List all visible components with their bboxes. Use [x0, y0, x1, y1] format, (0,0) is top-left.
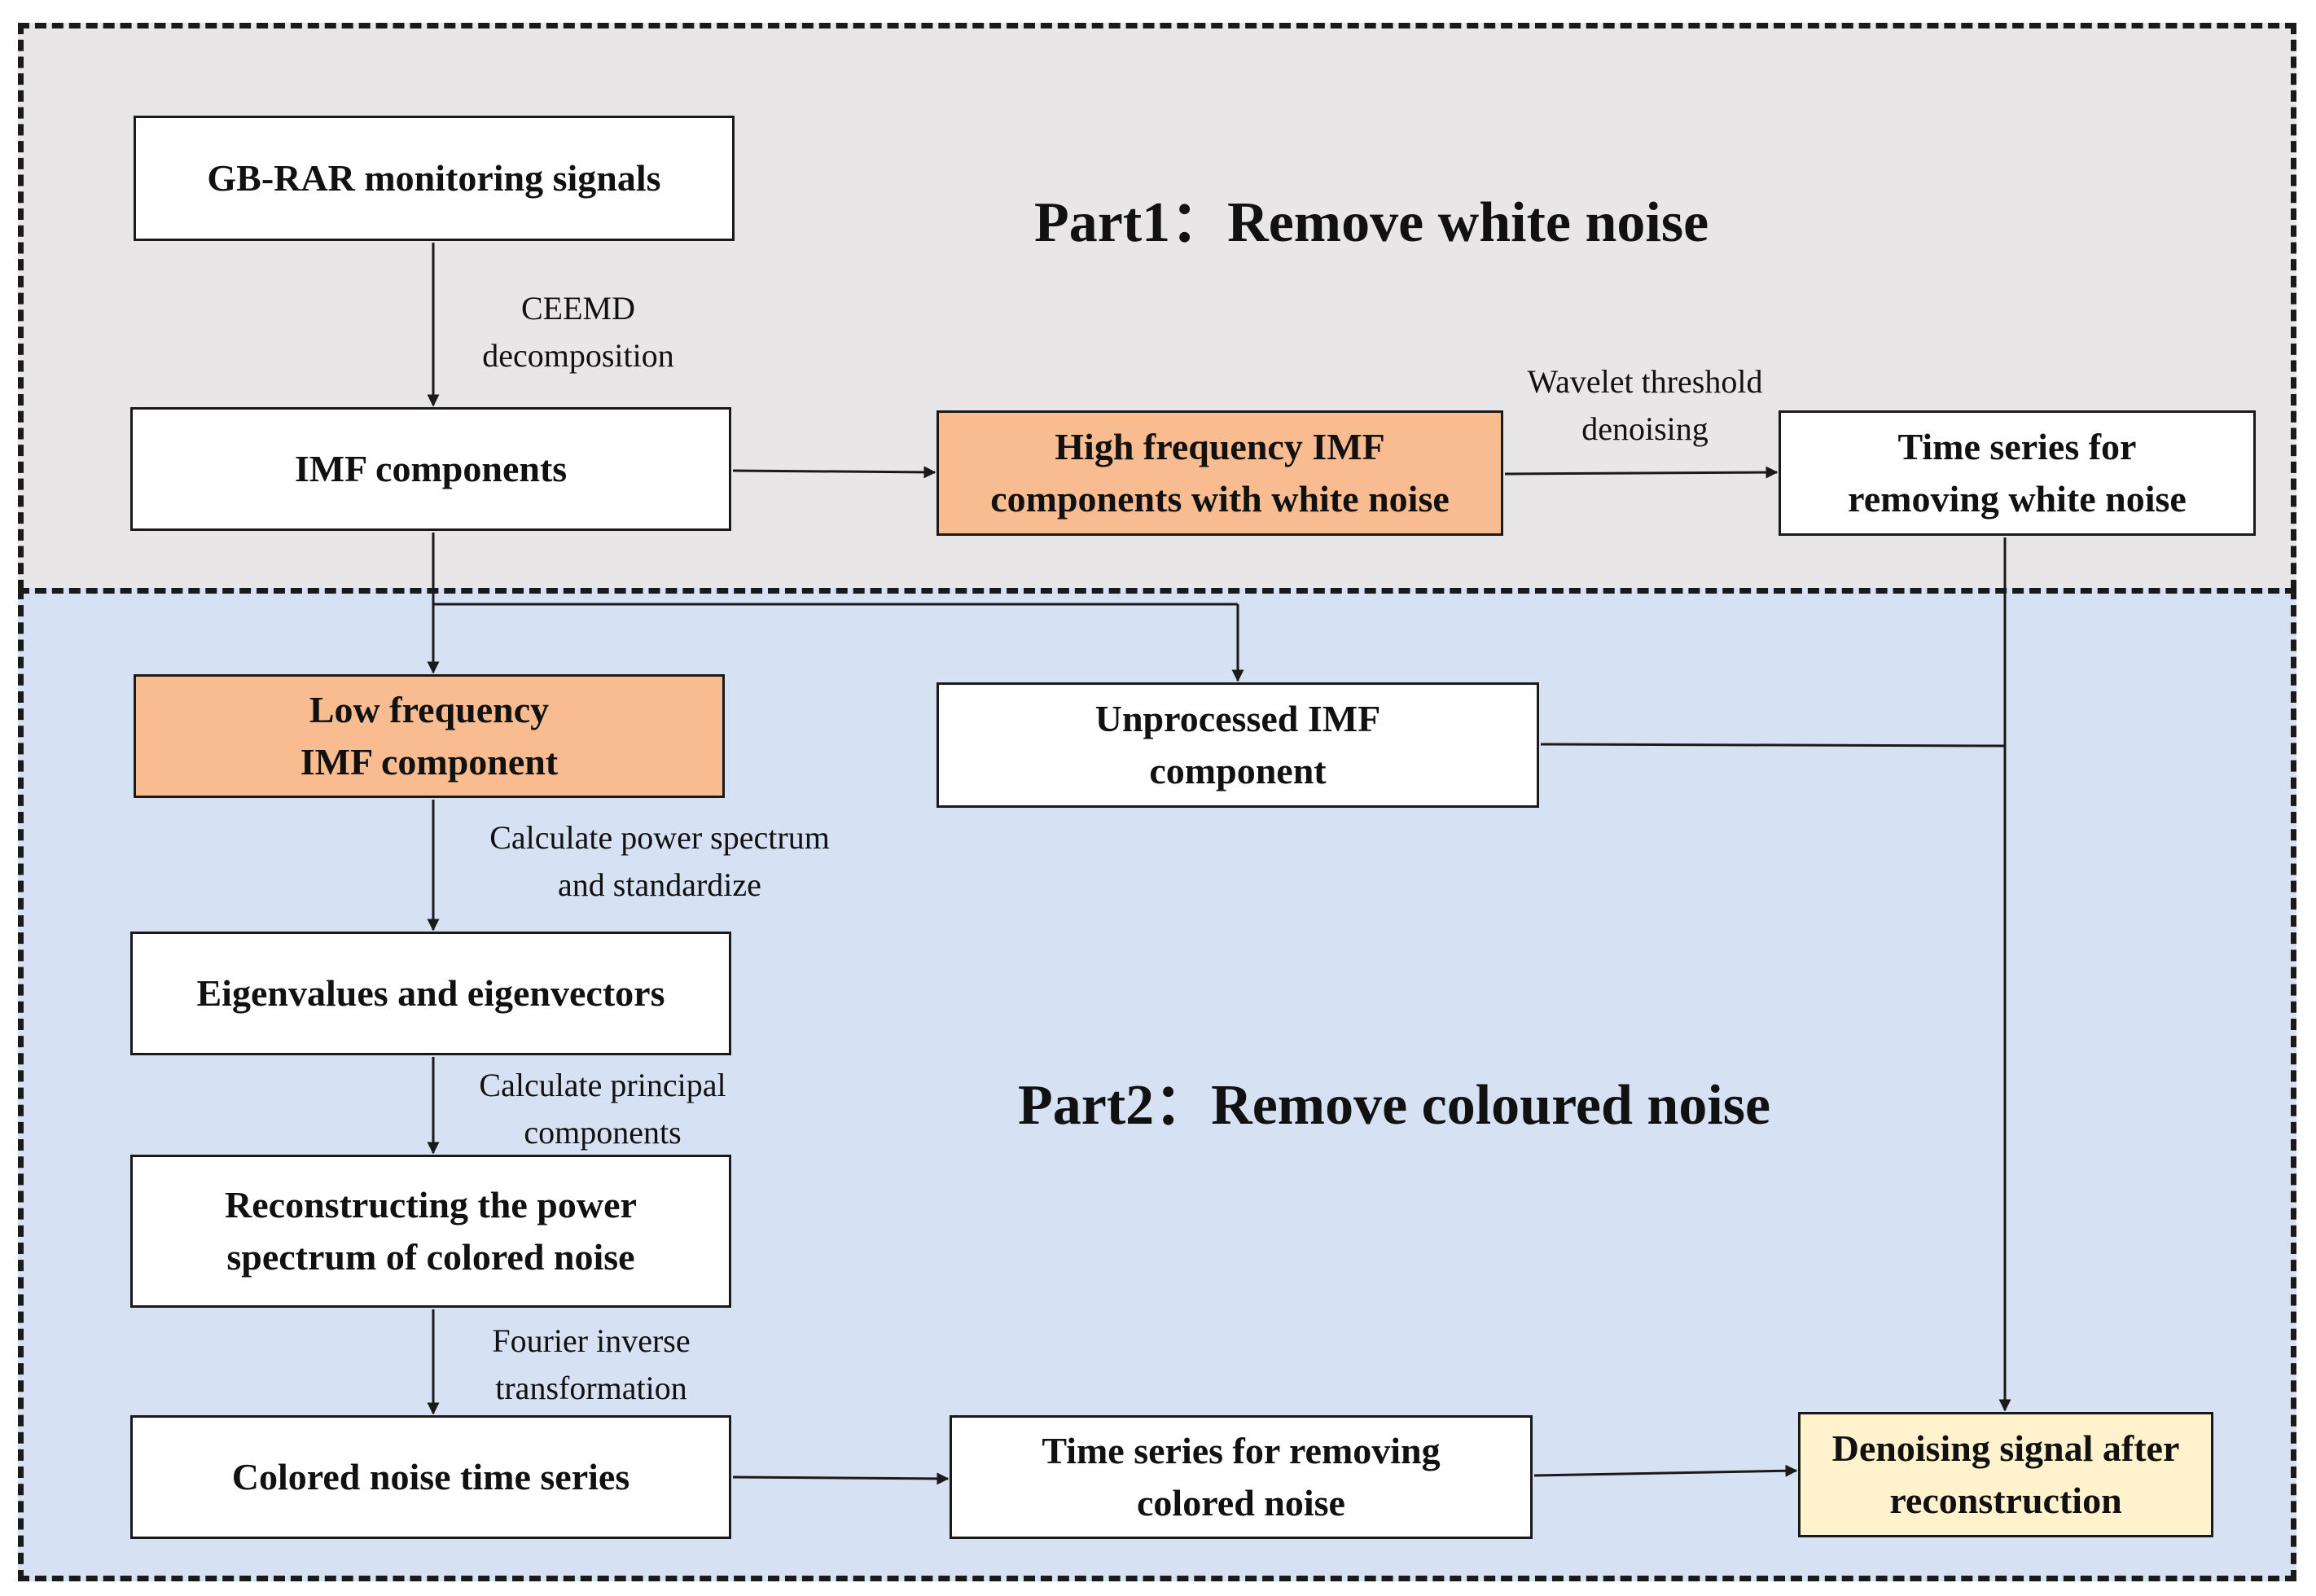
ceemd-decomposition-label: CEEMD decomposition: [482, 290, 674, 374]
unprocessed-imf-box: Unprocessed IMF component: [936, 682, 1539, 808]
time-series-white-noise-box: Time series for removing white noise: [1779, 410, 2256, 536]
reconstruct-power-spectrum-label: Reconstructing the power spectrum of col…: [225, 1184, 637, 1278]
low-frequency-imf-box: Low frequency IMF component: [134, 674, 725, 798]
low-frequency-imf-label: Low frequency IMF component: [300, 689, 559, 783]
high-frequency-imf-box: High frequency IMF components with white…: [936, 410, 1503, 536]
wavelet-threshold-label: Wavelet threshold denoising: [1527, 363, 1763, 447]
imf-components-label: IMF components: [294, 448, 568, 489]
colored-noise-time-series-box: Colored noise time series: [130, 1415, 731, 1539]
denoised-signal-box: Denoising signal after reconstruction: [1798, 1412, 2213, 1537]
high-frequency-imf-label: High frequency IMF components with white…: [990, 426, 1450, 520]
time-series-white-noise-label: Time series for removing white noise: [1848, 426, 2187, 520]
imf-components-box: IMF components: [130, 407, 731, 531]
gb-rar-signals-box: GB-RAR monitoring signals: [134, 116, 735, 241]
eigenvalues-label: Eigenvalues and eigenvectors: [196, 972, 665, 1014]
denoised-signal-label: Denoising signal after reconstruction: [1831, 1427, 2180, 1521]
colored-noise-time-series-label: Colored noise time series: [231, 1456, 630, 1497]
time-series-colored-noise-label: Time series for removing colored noise: [1042, 1430, 1441, 1524]
reconstruct-power-spectrum-box: Reconstructing the power spectrum of col…: [130, 1155, 731, 1308]
principal-components-label: Calculate principal components: [479, 1067, 726, 1151]
eigenvalues-box: Eigenvalues and eigenvectors: [130, 932, 731, 1055]
part2-title: Part2：Remove coloured noise: [1018, 1074, 1771, 1137]
fourier-inverse-label: Fourier inverse transformation: [492, 1322, 691, 1406]
part1-title: Part1：Remove white noise: [1034, 191, 1709, 254]
gb-rar-signals-label: GB-RAR monitoring signals: [207, 157, 661, 199]
unprocessed-imf-label: Unprocessed IMF component: [1094, 698, 1381, 791]
power-spectrum-label: Calculate power spectrum and standardize: [489, 819, 830, 903]
time-series-colored-noise-box: Time series for removing colored noise: [950, 1415, 1533, 1539]
